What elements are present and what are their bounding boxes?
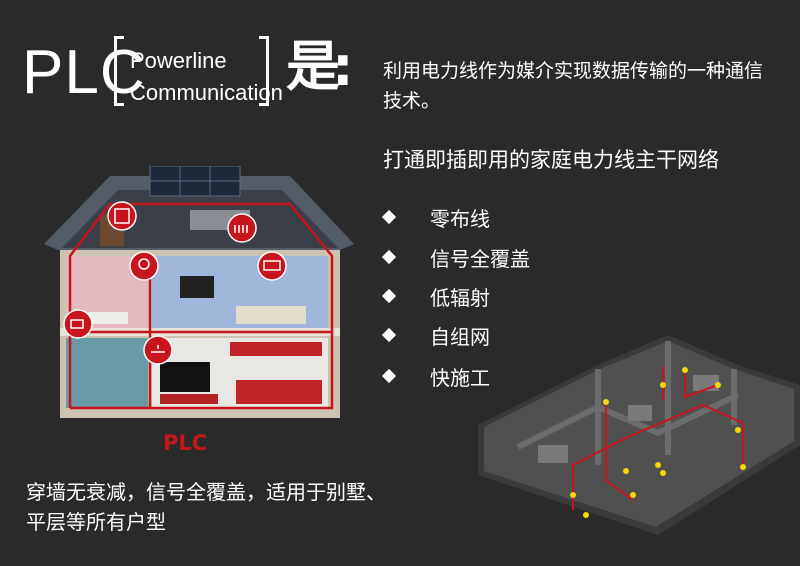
kitchen-cabinet-bottom xyxy=(236,380,322,404)
communication-text: Communication xyxy=(130,80,283,105)
feature-label: 零布线 xyxy=(430,206,490,231)
right-bracket xyxy=(259,36,269,106)
study-room xyxy=(66,338,148,408)
diamond-bullet-icon xyxy=(381,368,397,384)
feature-item: 信号全覆盖 xyxy=(380,242,580,272)
house-plc-label: PLC xyxy=(163,431,208,455)
air-conditioner-icon xyxy=(257,251,287,281)
title-colon: : xyxy=(332,35,354,98)
powerline-text: Powerline xyxy=(130,48,227,73)
tv-upstairs xyxy=(180,276,214,298)
feature-item: 快施工 xyxy=(380,361,580,391)
diamond-bullet-icon xyxy=(381,327,397,343)
title-shi: 是 xyxy=(286,35,340,98)
furniture xyxy=(538,445,568,463)
diamond-bullet-icon xyxy=(381,288,397,304)
feature-label: 自组网 xyxy=(430,324,490,349)
house-illustration xyxy=(44,166,354,418)
camera-icon xyxy=(63,309,93,339)
tv-ground xyxy=(160,362,210,392)
plc-description: 利用电力线作为媒介实现数据传输的一种通信技术。 xyxy=(383,60,764,112)
feature-item: 零布线 xyxy=(380,202,580,232)
kitchen-cabinet-top xyxy=(230,342,322,356)
feature-label: 低辐射 xyxy=(430,285,490,310)
smoke-detector-icon xyxy=(143,335,173,365)
tv-stand xyxy=(160,394,218,404)
diamond-bullet-icon xyxy=(381,249,397,265)
floorplan-illustration xyxy=(478,335,800,535)
sofa xyxy=(236,306,306,324)
coverage-caption: 穿墙无衰减，信号全覆盖，适用于别墅、平层等所有户型 xyxy=(26,480,386,534)
power-line xyxy=(68,202,334,410)
lamp-icon xyxy=(129,251,159,281)
feature-item: 自组网 xyxy=(380,320,580,350)
power-line-network xyxy=(572,403,744,510)
plc-title: PLC xyxy=(22,38,146,107)
feature-label: 快施工 xyxy=(430,365,490,390)
feature-item: 低辐射 xyxy=(380,281,580,311)
subheading: 打通即插即用的家庭电力线主干网络 xyxy=(383,148,719,172)
radiator-icon xyxy=(107,201,137,231)
plc-node-icon xyxy=(570,367,746,518)
feature-label: 信号全覆盖 xyxy=(430,246,530,271)
diamond-bullet-icon xyxy=(381,209,397,225)
left-bracket xyxy=(114,36,124,106)
heater-icon xyxy=(227,213,257,243)
